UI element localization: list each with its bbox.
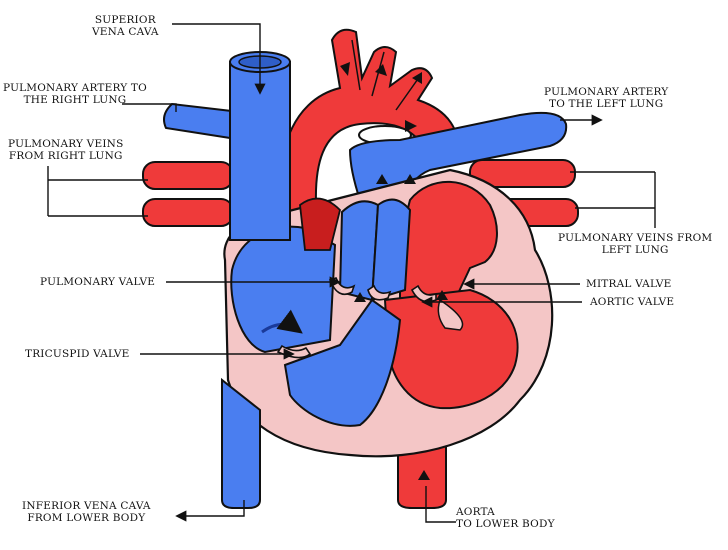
flow-arrows	[340, 62, 448, 480]
label-aorta: AORTA TO LOWER BODY	[456, 506, 555, 530]
label-mitral-valve: MITRAL VALVE	[586, 278, 672, 290]
label-inferior-vena-cava: INFERIOR VENA CAVA FROM LOWER BODY	[22, 500, 151, 524]
pulmonary-veins-right	[142, 161, 234, 227]
aortic-arch	[279, 28, 460, 231]
label-pulmonary-artery-left: PULMONARY ARTERY TO THE LEFT LUNG	[544, 86, 669, 110]
left-ventricle	[383, 288, 519, 410]
right-ventricle	[283, 298, 402, 427]
label-pulmonary-veins-left: PULMONARY VEINS FROM LEFT LUNG	[558, 232, 713, 256]
inferior-vena-cava	[221, 377, 261, 509]
label-pulmonary-valve: PULMONARY VALVE	[40, 276, 156, 288]
leader-lines	[47, 23, 656, 523]
pulmonary-artery-right	[163, 102, 242, 140]
right-atrium	[230, 225, 337, 354]
label-superior-vena-cava: SUPERIOR VENA CAVA	[92, 14, 159, 38]
right-atrium-flow-arrow	[261, 309, 303, 334]
label-pulmonary-artery-right: PULMONARY ARTERY TO THE RIGHT LUNG	[3, 82, 147, 106]
left-atrium	[399, 180, 498, 301]
label-aortic-valve: AORTIC VALVE	[590, 296, 675, 308]
label-tricuspid-valve: TRICUSPID VALVE	[25, 348, 130, 360]
label-pulmonary-veins-right: PULMONARY VEINS FROM RIGHT LUNG	[8, 138, 124, 162]
